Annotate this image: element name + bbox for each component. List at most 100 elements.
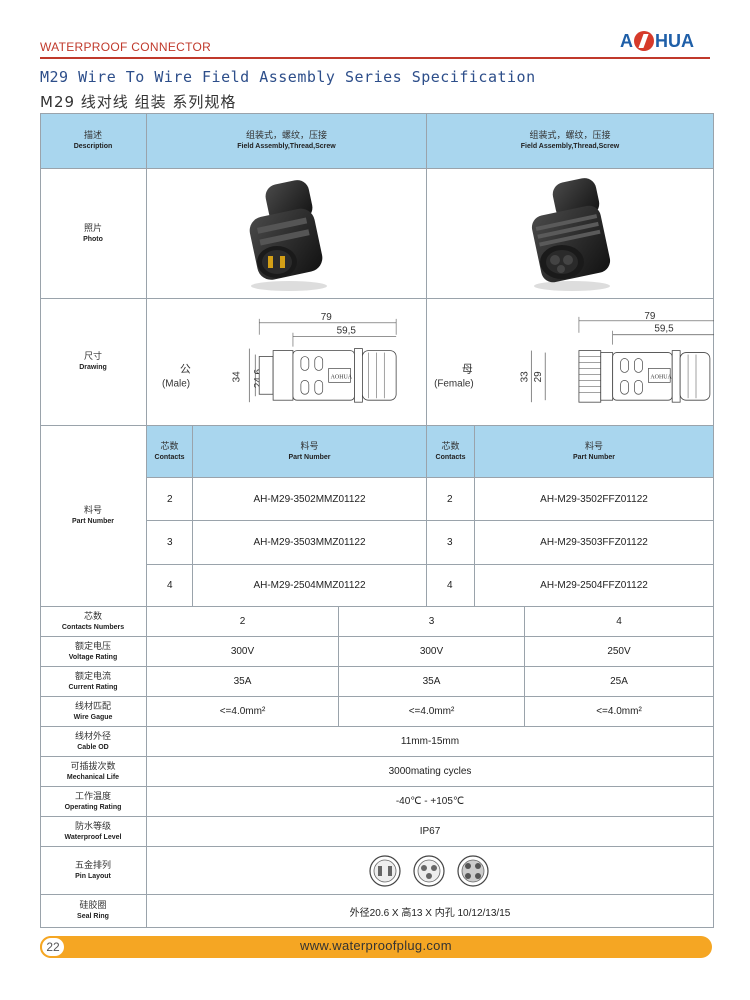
row-label-part-number: 料号 Part Number (40, 426, 147, 607)
label-cn: 线材外径 (74, 731, 111, 742)
part-number-male: AH-M29-2504MMZ01122 (193, 565, 427, 607)
part-number-female: AH-M29-2504FFZ01122 (475, 565, 714, 607)
label-cn: 五金排列 (74, 860, 111, 871)
label-cn: 尺寸 (83, 352, 102, 362)
pin-layout-2-icon (369, 854, 401, 887)
category-label: WATERPROOF CONNECTOR (40, 40, 212, 54)
contacts-value: 2 (147, 607, 339, 637)
photo-female (427, 169, 714, 299)
dim-body-length: 59,5 (654, 324, 674, 335)
page-title-cn: M29 线对线 组装 系列规格 (40, 93, 237, 111)
page-title-en: M29 Wire To Wire Field Assembly Series S… (40, 68, 536, 86)
part-number-male: AH-M29-3503MMZ01122 (193, 521, 427, 565)
label-en: Voltage Rating (68, 653, 118, 661)
label-cn: 芯数 (441, 441, 460, 452)
dim-total-length: 79 (644, 311, 656, 322)
seal-value: 外径20.6 X 高13 X 内孔 10/12/13/15 (147, 895, 714, 928)
operating-value: -40℃ - +105℃ (147, 787, 714, 817)
label-en: Wire Gague (73, 713, 113, 721)
part-contacts-cell: 2 (427, 478, 475, 521)
dim-body-length: 59,5 (336, 326, 356, 337)
label-cn: 料号 (584, 441, 603, 452)
current-value: 25A (525, 667, 714, 697)
label-cn: 照片 (83, 223, 102, 234)
drawing-male: 公 (Male) 79 59,5 34 24,6 AOHUA (147, 299, 427, 426)
label-en: Pin Layout (75, 872, 111, 880)
body-mark: AOHUA (330, 374, 352, 380)
row-label-waterproof: 防水等级 Waterproof Level (40, 817, 147, 847)
footer-bar (40, 936, 712, 958)
voltage-value: 300V (147, 637, 339, 667)
label-cn: 额定电流 (74, 671, 111, 682)
row-label-pin-layout: 五金排列 Pin Layout (40, 847, 147, 895)
label-cn: 防水等级 (74, 821, 111, 832)
female-connector-image (531, 177, 611, 291)
drawing-female: 母 (Female) 79 59,5 33 29 (427, 299, 714, 426)
logo-text: HUA (655, 30, 694, 51)
row-label-mechanical: 可插拔次数 Mechanical Life (40, 757, 147, 787)
desc-cn: 组装式，螺纹，压接 (529, 130, 611, 141)
label-cn: 描述 (83, 130, 102, 141)
male-dimension-drawing: 公 (Male) 79 59,5 34 24,6 AOHUA (161, 312, 397, 403)
label-en: Mechanical Life (66, 773, 120, 781)
label-en: Part Number (288, 453, 331, 461)
row-label-wire: 线材匹配 Wire Gague (40, 697, 147, 727)
voltage-value: 250V (525, 637, 714, 667)
waterproof-value: IP67 (147, 817, 714, 847)
gender-cn: 公 (179, 362, 190, 375)
cable-value: 11mm-15mm (147, 727, 714, 757)
current-value: 35A (339, 667, 525, 697)
mechanical-value: 3000mating cycles (147, 757, 714, 787)
female-dimension-drawing: 母 (Female) 79 59,5 33 29 (434, 311, 714, 403)
contacts-header-female: 芯数 Contacts (427, 426, 475, 478)
voltage-value: 300V (339, 637, 525, 667)
dim-outer-height: 33 (519, 371, 530, 383)
part-header-male: 料号 Part Number (193, 426, 427, 478)
row-label-cable: 线材外径 Cable OD (40, 727, 147, 757)
body-mark: AOHUA (650, 374, 672, 380)
part-number-male: AH-M29-3502MMZ01122 (193, 478, 427, 521)
current-value: 35A (147, 667, 339, 697)
dim-inner-height: 24,6 (253, 369, 264, 389)
logo-bolt-icon (634, 31, 654, 51)
label-en: Part Number (71, 518, 114, 525)
part-contacts-cell: 4 (147, 565, 193, 607)
label-en: Waterproof Level (64, 833, 122, 841)
label-en: Description (73, 142, 113, 150)
male-connector-image (249, 179, 327, 291)
row-label-seal: 硅胶圈 Seal Ring (40, 895, 147, 928)
label-cn: 芯数 (83, 611, 102, 622)
website-url: www.waterproofplug.com (300, 938, 452, 953)
dim-outer-height: 34 (231, 371, 242, 383)
label-en: Operating Rating (64, 803, 122, 811)
label-cn: 线材匹配 (74, 701, 111, 712)
contacts-value: 4 (525, 607, 714, 637)
part-contacts-cell: 2 (147, 478, 193, 521)
label-en: Cable OD (77, 743, 109, 751)
row-label-description: 描述 Description (40, 113, 147, 169)
label-en: Contacts Numbers (61, 623, 125, 631)
desc-en: Field Assembly,Thread,Screw (520, 142, 620, 150)
photo-male (147, 169, 427, 299)
part-contacts-cell: 3 (147, 521, 193, 565)
wire-value: <=4.0mm² (339, 697, 525, 727)
part-number-female: AH-M29-3502FFZ01122 (475, 478, 714, 521)
row-label-current: 额定电流 Current Rating (40, 667, 147, 697)
part-contacts-cell: 4 (427, 565, 475, 607)
pin-layout-3-icon (413, 854, 445, 887)
description-male: 组装式，螺纹，压接 Field Assembly,Thread,Screw (147, 113, 427, 169)
label-en: Part Number (572, 453, 615, 461)
description-female: 组装式，螺纹，压接 Field Assembly,Thread,Screw (427, 113, 714, 169)
spec-table: 描述 Description 组装式，螺纹，压接 Field Assembly,… (40, 113, 714, 928)
row-label-contacts: 芯数 Contacts Numbers (40, 607, 147, 637)
contacts-value: 3 (339, 607, 525, 637)
row-label-drawing: 尺寸 Drawing (40, 299, 147, 426)
row-label-operating: 工作温度 Operating Rating (40, 787, 147, 817)
row-label-voltage: 额定电压 Voltage Rating (40, 637, 147, 667)
pin-layout-value (147, 847, 714, 895)
label-cn: 芯数 (160, 441, 179, 452)
row-label-photo: 照片 Photo (40, 169, 147, 299)
label-cn: 硅胶圈 (79, 901, 107, 911)
part-contacts-cell: 3 (427, 521, 475, 565)
wire-value: <=4.0mm² (525, 697, 714, 727)
